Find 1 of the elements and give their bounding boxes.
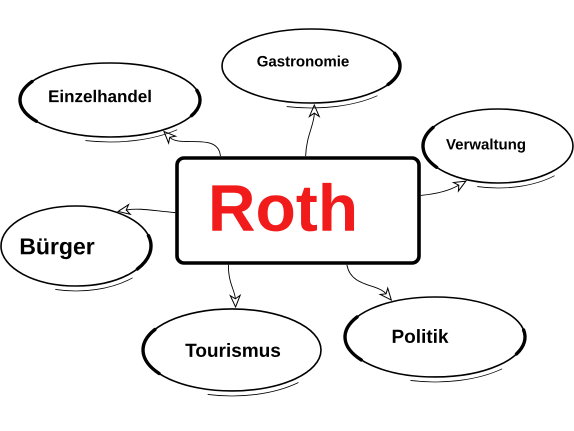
central-box: Roth [175, 156, 421, 265]
